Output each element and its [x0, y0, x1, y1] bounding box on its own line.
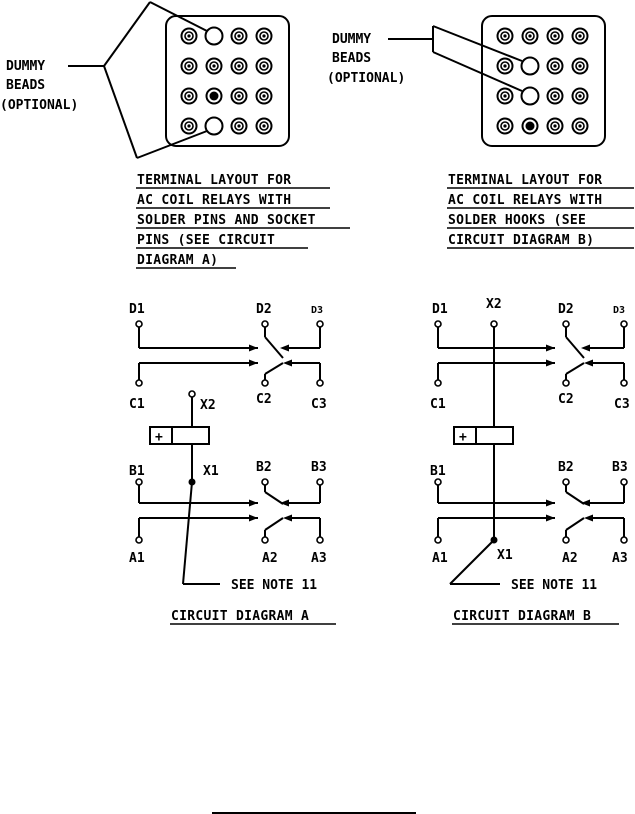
switch-c-b: [434, 359, 628, 387]
terminal-layout-a: DUMMY BEADS (OPTIONAL) TERMINAL LAYOUT F…: [0, 1, 350, 269]
term-b-X2: X2: [486, 297, 502, 312]
terminal-block-b: [481, 15, 606, 147]
coil-b: +: [453, 320, 514, 544]
note-a: SEE NOTE 11: [231, 578, 317, 593]
callout-a-line3: (OPTIONAL): [0, 98, 78, 113]
caption-a-line2: AC COIL RELAYS WITH: [137, 193, 291, 208]
caption-b-line1: TERMINAL LAYOUT FOR: [448, 173, 602, 188]
caption-a-line5: DIAGRAM A): [137, 253, 218, 268]
callout-a-line1: DUMMY: [6, 59, 45, 74]
switch-a-b: [434, 514, 628, 544]
term-a-C2: C2: [256, 392, 272, 407]
term-b-D1: D1: [432, 302, 448, 317]
term-b-C2: C2: [558, 392, 574, 407]
term-a-B2: B2: [256, 460, 272, 475]
callout-leader-b: [388, 25, 523, 92]
term-b-C1: C1: [430, 397, 446, 412]
switch-c-a: [135, 359, 324, 387]
term-a-A2: A2: [262, 551, 278, 566]
term-b-X1: X1: [497, 548, 513, 563]
term-b-D2: D2: [558, 302, 574, 317]
switch-b-a: [135, 478, 324, 507]
term-a-A3: A3: [311, 551, 327, 566]
coil-a-plus: +: [155, 430, 163, 445]
term-a-A1: A1: [129, 551, 145, 566]
caption-b-line2: AC COIL RELAYS WITH: [448, 193, 602, 208]
term-b-B3: B3: [612, 460, 628, 475]
switch-d-b: [434, 320, 628, 359]
caption-a-line1: TERMINAL LAYOUT FOR: [137, 173, 291, 188]
term-b-A1: A1: [432, 551, 448, 566]
term-b-A2: A2: [562, 551, 578, 566]
caption-a: TERMINAL LAYOUT FOR AC COIL RELAYS WITH …: [136, 173, 350, 269]
term-a-B1: B1: [129, 464, 145, 479]
term-a-X2: X2: [200, 398, 216, 413]
term-a-C1: C1: [129, 397, 145, 412]
caption-b: TERMINAL LAYOUT FOR AC COIL RELAYS WITH …: [447, 173, 634, 249]
terminal-block-a: [165, 15, 290, 147]
term-a-D2: D2: [256, 302, 272, 317]
terminal-layout-b: DUMMY BEADS (OPTIONAL) TERMINAL LAYOUT F…: [327, 15, 634, 249]
term-a-D3: D3: [311, 305, 323, 316]
callout-leader-a: [68, 1, 208, 159]
circuit-diagram-b: + D1: [430, 297, 630, 625]
callout-b-line3: (OPTIONAL): [327, 71, 405, 86]
caption-a-line4: PINS (SEE CIRCUIT: [137, 233, 275, 248]
term-b-C3: C3: [614, 397, 630, 412]
title-a: CIRCUIT DIAGRAM A: [171, 609, 309, 624]
coil-b-plus: +: [459, 430, 467, 445]
note-b: SEE NOTE 11: [511, 578, 597, 593]
switch-b-b: [434, 478, 628, 507]
term-a-C3: C3: [311, 397, 327, 412]
term-b-B2: B2: [558, 460, 574, 475]
callout-b-line2: BEADS: [332, 51, 371, 66]
title-b: CIRCUIT DIAGRAM B: [453, 609, 591, 624]
note-leader-a: [182, 481, 220, 585]
term-b-B1: B1: [430, 464, 446, 479]
switch-d-a: [135, 320, 324, 359]
term-a-B3: B3: [311, 460, 327, 475]
callout-a-line2: BEADS: [6, 78, 45, 93]
term-a-X1: X1: [203, 464, 219, 479]
coil-a: +: [149, 390, 210, 486]
term-b-A3: A3: [612, 551, 628, 566]
caption-b-line4: CIRCUIT DIAGRAM B): [448, 233, 594, 248]
caption-b-line3: SOLDER HOOKS (SEE: [448, 213, 586, 228]
pin-grid-a: [180, 26, 273, 136]
term-a-D1: D1: [129, 302, 145, 317]
term-b-D3: D3: [613, 305, 625, 316]
switch-a-a: [135, 514, 324, 544]
callout-b-line1: DUMMY: [332, 32, 371, 47]
circuit-diagram-a: +: [129, 302, 336, 625]
note-leader-b: [449, 539, 500, 585]
caption-a-line3: SOLDER PINS AND SOCKET: [137, 213, 316, 228]
pin-grid-b: [496, 27, 589, 135]
